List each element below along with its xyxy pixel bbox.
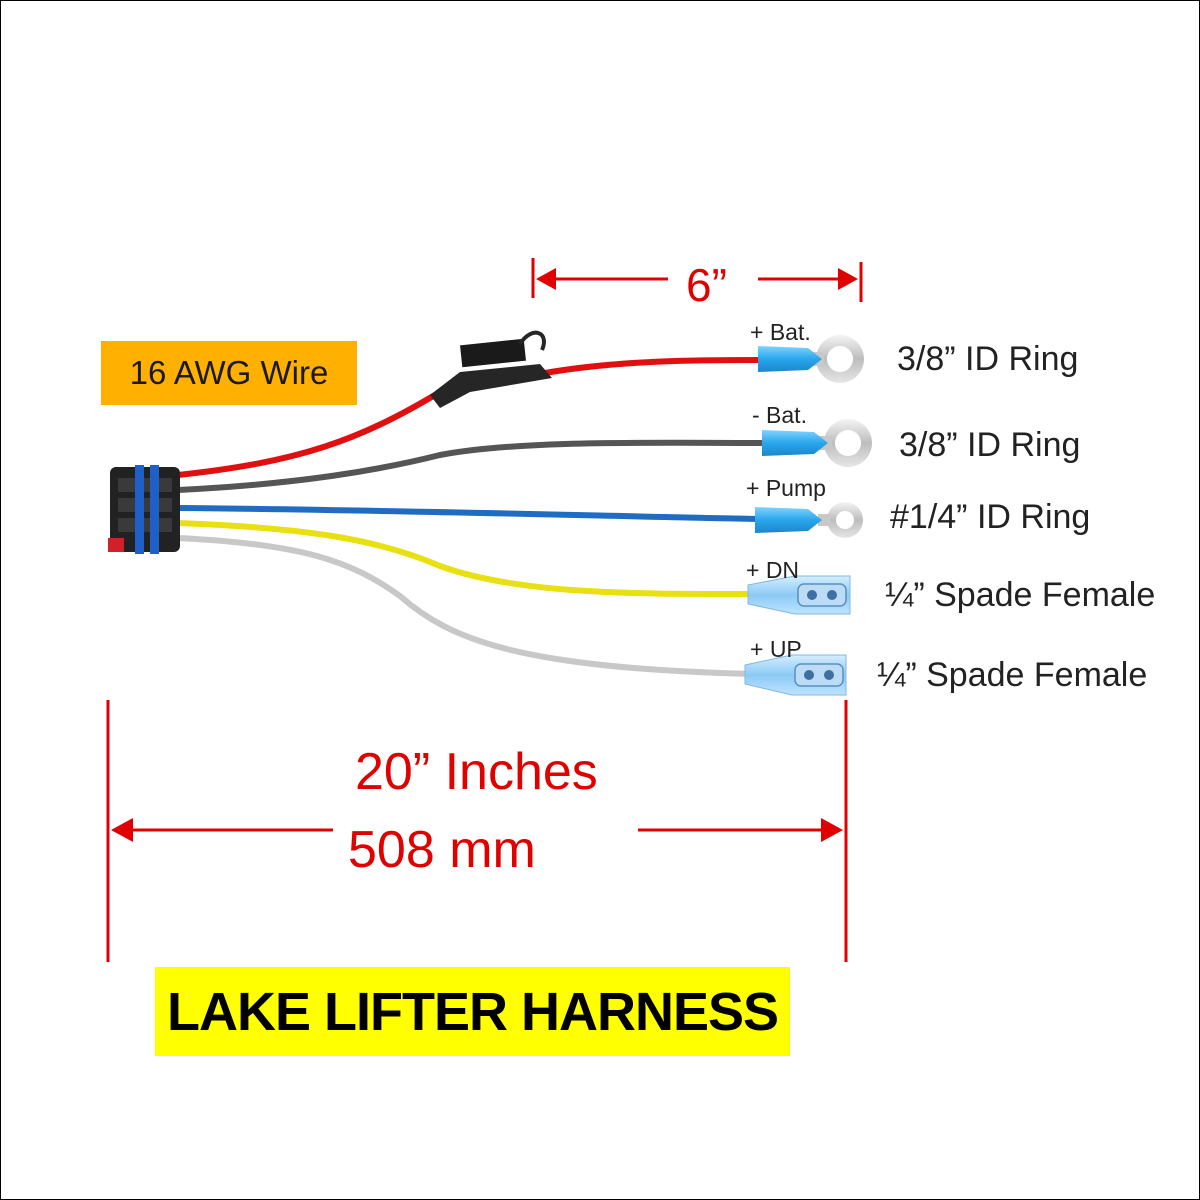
overall-length-inches: 20” Inches	[355, 743, 598, 801]
wire-label-up: + UP	[750, 636, 802, 662]
ring-terminal-negative-battery	[762, 419, 872, 467]
spade-terminal-up	[744, 654, 847, 696]
ring-terminal-positive-battery	[758, 335, 864, 383]
terminal-type-up: ¼” Spade Female	[877, 656, 1148, 694]
terminal-type-down: ¼” Spade Female	[885, 576, 1156, 614]
spade-terminal-down	[747, 575, 851, 615]
wire-label-positive-battery: + Bat.	[750, 319, 811, 345]
ring-terminal-pump	[755, 502, 863, 538]
weatherpack-connector	[108, 465, 180, 554]
wire-label-down: + DN	[746, 557, 800, 583]
wire-down	[177, 520, 756, 598]
wire-positive-battery	[177, 389, 442, 478]
terminal-type-negative-battery: 3/8” ID Ring	[899, 426, 1081, 464]
wire-up	[177, 535, 753, 677]
wire-pump	[177, 505, 759, 522]
overall-length-mm: 508 mm	[348, 821, 536, 879]
wire-positive-battery-fuse-side	[544, 357, 763, 376]
wire-gauge-badge: 16 AWG Wire	[101, 341, 357, 405]
terminal-type-pump: #1/4” ID Ring	[890, 498, 1091, 536]
wire-label-negative-battery: - Bat.	[752, 402, 807, 428]
short-dimension-label: 6”	[686, 259, 727, 311]
terminal-type-positive-battery: 3/8” ID Ring	[897, 340, 1079, 378]
inline-fuse-holder	[430, 330, 552, 408]
title-banner: LAKE LIFTER HARNESS	[155, 967, 790, 1056]
short-dimension-line	[531, 258, 863, 302]
wire-label-pump: + Pump	[746, 475, 826, 501]
wire-negative-battery	[177, 439, 766, 493]
overall-dimension-line	[106, 700, 848, 962]
